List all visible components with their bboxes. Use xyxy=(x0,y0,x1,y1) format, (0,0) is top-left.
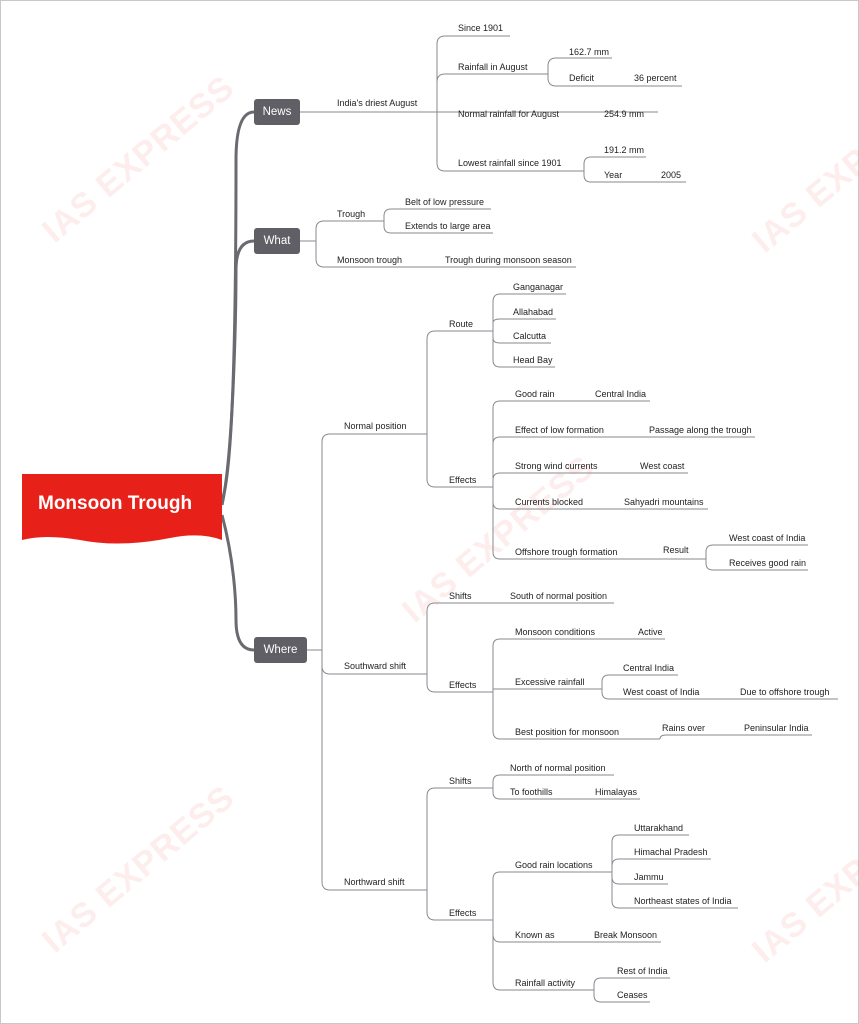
node-rainfall-august[interactable]: Rainfall in August xyxy=(458,62,528,72)
node-conditions[interactable]: Monsoon conditions xyxy=(515,627,596,637)
node-north-effects[interactable]: Effects xyxy=(449,908,477,918)
node-good-rain-locations[interactable]: Good rain locations xyxy=(515,860,593,870)
node-excessive[interactable]: Excessive rainfall xyxy=(515,677,585,687)
node-lowest-value[interactable]: 191.2 mm xyxy=(604,145,645,155)
node-monsoon-trough-def[interactable]: Trough during monsoon season xyxy=(445,255,572,265)
root-title[interactable]: Monsoon Trough xyxy=(38,493,193,514)
node-blocked-value[interactable]: Sahyadri mountains xyxy=(624,497,704,507)
node-trough[interactable]: Trough xyxy=(337,209,366,219)
category-what[interactable]: What xyxy=(254,228,300,254)
node-known-as-value[interactable]: Break Monsoon xyxy=(594,930,658,940)
node-foothills[interactable]: To foothills xyxy=(510,787,553,797)
node-southward-shift[interactable]: Southward shift xyxy=(344,661,407,671)
category-where[interactable]: Where xyxy=(254,637,307,663)
node-good-rain[interactable]: Good rain xyxy=(515,389,555,399)
node-south-effects[interactable]: Effects xyxy=(449,680,477,690)
node-result-a[interactable]: West coast of India xyxy=(729,533,806,543)
node-location[interactable]: Jammu xyxy=(634,872,664,882)
node-north-shifts-value[interactable]: North of normal position xyxy=(510,763,606,773)
node-low-formation[interactable]: Effect of low formation xyxy=(515,425,604,435)
node-year-value[interactable]: 2005 xyxy=(661,170,682,180)
node-south-shifts-value[interactable]: South of normal position xyxy=(510,591,608,601)
node-extends[interactable]: Extends to large area xyxy=(405,221,491,231)
node-deficit-value[interactable]: 36 percent xyxy=(634,73,677,83)
node-north-shifts[interactable]: Shifts xyxy=(449,776,472,786)
node-low-formation-value[interactable]: Passage along the trough xyxy=(649,425,752,435)
node-route-item[interactable]: Calcutta xyxy=(513,331,547,341)
category-news[interactable]: News xyxy=(254,99,300,125)
node-normal-effects[interactable]: Effects xyxy=(449,475,477,485)
node-result-b[interactable]: Receives good rain xyxy=(729,558,807,568)
node-route-item[interactable]: Ganganagar xyxy=(513,282,564,292)
node-rains-over[interactable]: Rains over xyxy=(662,723,706,733)
node-known-as[interactable]: Known as xyxy=(515,930,555,940)
node-normal-label[interactable]: Normal rainfall for August xyxy=(458,109,560,119)
node-best[interactable]: Best position for monsoon xyxy=(515,727,620,737)
node-lowest-label[interactable]: Lowest rainfall since 1901 xyxy=(458,158,562,168)
node-blocked[interactable]: Currents blocked xyxy=(515,497,584,507)
node-deficit-label[interactable]: Deficit xyxy=(569,73,595,83)
node-location[interactable]: Himachal Pradesh xyxy=(634,847,708,857)
node-wind[interactable]: Strong wind currents xyxy=(515,461,598,471)
node-route-item[interactable]: Head Bay xyxy=(513,355,553,365)
node-route-item[interactable]: Allahabad xyxy=(513,307,554,317)
node-result[interactable]: Result xyxy=(663,545,689,555)
node-normal-value[interactable]: 254.9 mm xyxy=(604,109,645,119)
node-year-label[interactable]: Year xyxy=(604,170,623,180)
node-south-shifts[interactable]: Shifts xyxy=(449,591,472,601)
node-activity-a[interactable]: Rest of India xyxy=(617,966,668,976)
node-good-rain-value[interactable]: Central India xyxy=(595,389,647,399)
node-rains-over-value[interactable]: Peninsular India xyxy=(744,723,809,733)
node-activity-b[interactable]: Ceases xyxy=(617,990,648,1000)
node-excessive-b-reason[interactable]: Due to offshore trough xyxy=(740,687,830,697)
node-monsoon-trough[interactable]: Monsoon trough xyxy=(337,255,403,265)
node-since[interactable]: Since 1901 xyxy=(458,23,504,33)
node-normal-position[interactable]: Normal position xyxy=(344,421,407,431)
node-wind-value[interactable]: West coast xyxy=(640,461,685,471)
node-excessive-b[interactable]: West coast of India xyxy=(623,687,700,697)
node-route[interactable]: Route xyxy=(449,319,474,329)
node-rainfall-value[interactable]: 162.7 mm xyxy=(569,47,610,57)
node-northward-shift[interactable]: Northward shift xyxy=(344,877,405,887)
node-foothills-value[interactable]: Himalayas xyxy=(595,787,638,797)
node-offshore[interactable]: Offshore trough formation xyxy=(515,547,618,557)
node-conditions-value[interactable]: Active xyxy=(638,627,663,637)
node-rainfall-activity[interactable]: Rainfall activity xyxy=(515,978,576,988)
node-belt[interactable]: Belt of low pressure xyxy=(405,197,485,207)
node-excessive-a[interactable]: Central India xyxy=(623,663,675,673)
node-news-topic[interactable]: India's driest August xyxy=(337,98,418,108)
node-location[interactable]: Northeast states of India xyxy=(634,896,732,906)
node-location[interactable]: Uttarakhand xyxy=(634,823,684,833)
